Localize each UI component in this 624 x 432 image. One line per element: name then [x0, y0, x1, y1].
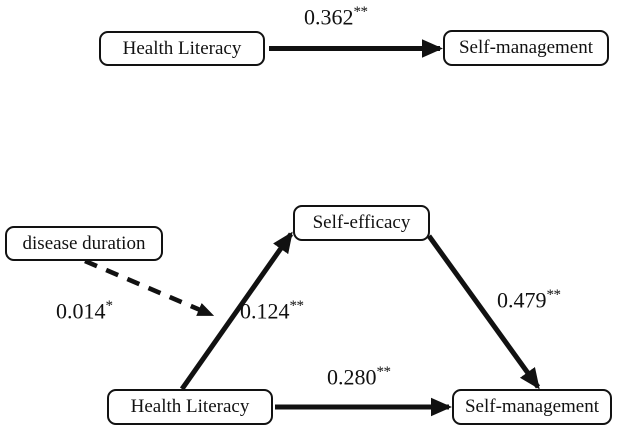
coefficient-value-0014: 0.014: [56, 298, 106, 324]
node-disease-duration[interactable]: disease duration: [5, 226, 163, 261]
path-arrow-disease-duration-to-mediation-dashed: [84, 258, 215, 318]
coefficient-value-0280: 0.280: [327, 364, 377, 390]
node-health-literacy-top[interactable]: Health Literacy: [99, 31, 265, 66]
panel-mediation: [84, 231, 541, 417]
coefficient-label-0014: 0.014*: [56, 299, 113, 322]
node-self-management-bottom[interactable]: Self-management: [452, 389, 612, 425]
coefficient-label-0124: 0.124**: [240, 299, 304, 322]
coefficient-significance-0014: *: [105, 298, 114, 314]
node-self-management-bottom-label: Self-management: [464, 396, 599, 417]
coefficient-value-0479: 0.479: [497, 287, 547, 313]
coefficient-label-0479: 0.479**: [497, 288, 561, 311]
node-health-literacy-bottom-label: Health Literacy: [130, 396, 250, 417]
node-health-literacy-top-label: Health Literacy: [122, 37, 242, 59]
path-arrow-self-efficacy-to-self-management: [426, 234, 541, 390]
coefficient-label-0362: 0.362**: [304, 5, 368, 28]
node-self-management-top[interactable]: Self-management: [443, 30, 609, 66]
node-self-efficacy-label: Self-efficacy: [312, 212, 411, 233]
node-self-management-top-label: Self-management: [458, 37, 593, 58]
node-health-literacy-bottom[interactable]: Health Literacy: [107, 389, 273, 425]
node-self-efficacy[interactable]: Self-efficacy: [293, 205, 430, 241]
coefficient-value-0124: 0.124: [240, 298, 290, 324]
coefficient-label-0280: 0.280**: [327, 365, 391, 388]
path-arrow-health-literacy-to-self-efficacy: [179, 231, 294, 391]
coefficient-significance-0280: **: [376, 364, 392, 380]
node-disease-duration-label: disease duration: [22, 232, 146, 254]
coefficient-significance-0124: **: [289, 298, 305, 314]
coefficient-significance-0362: **: [353, 4, 369, 20]
coefficient-value-0362: 0.362: [304, 4, 354, 30]
coefficient-significance-0479: **: [546, 287, 562, 303]
